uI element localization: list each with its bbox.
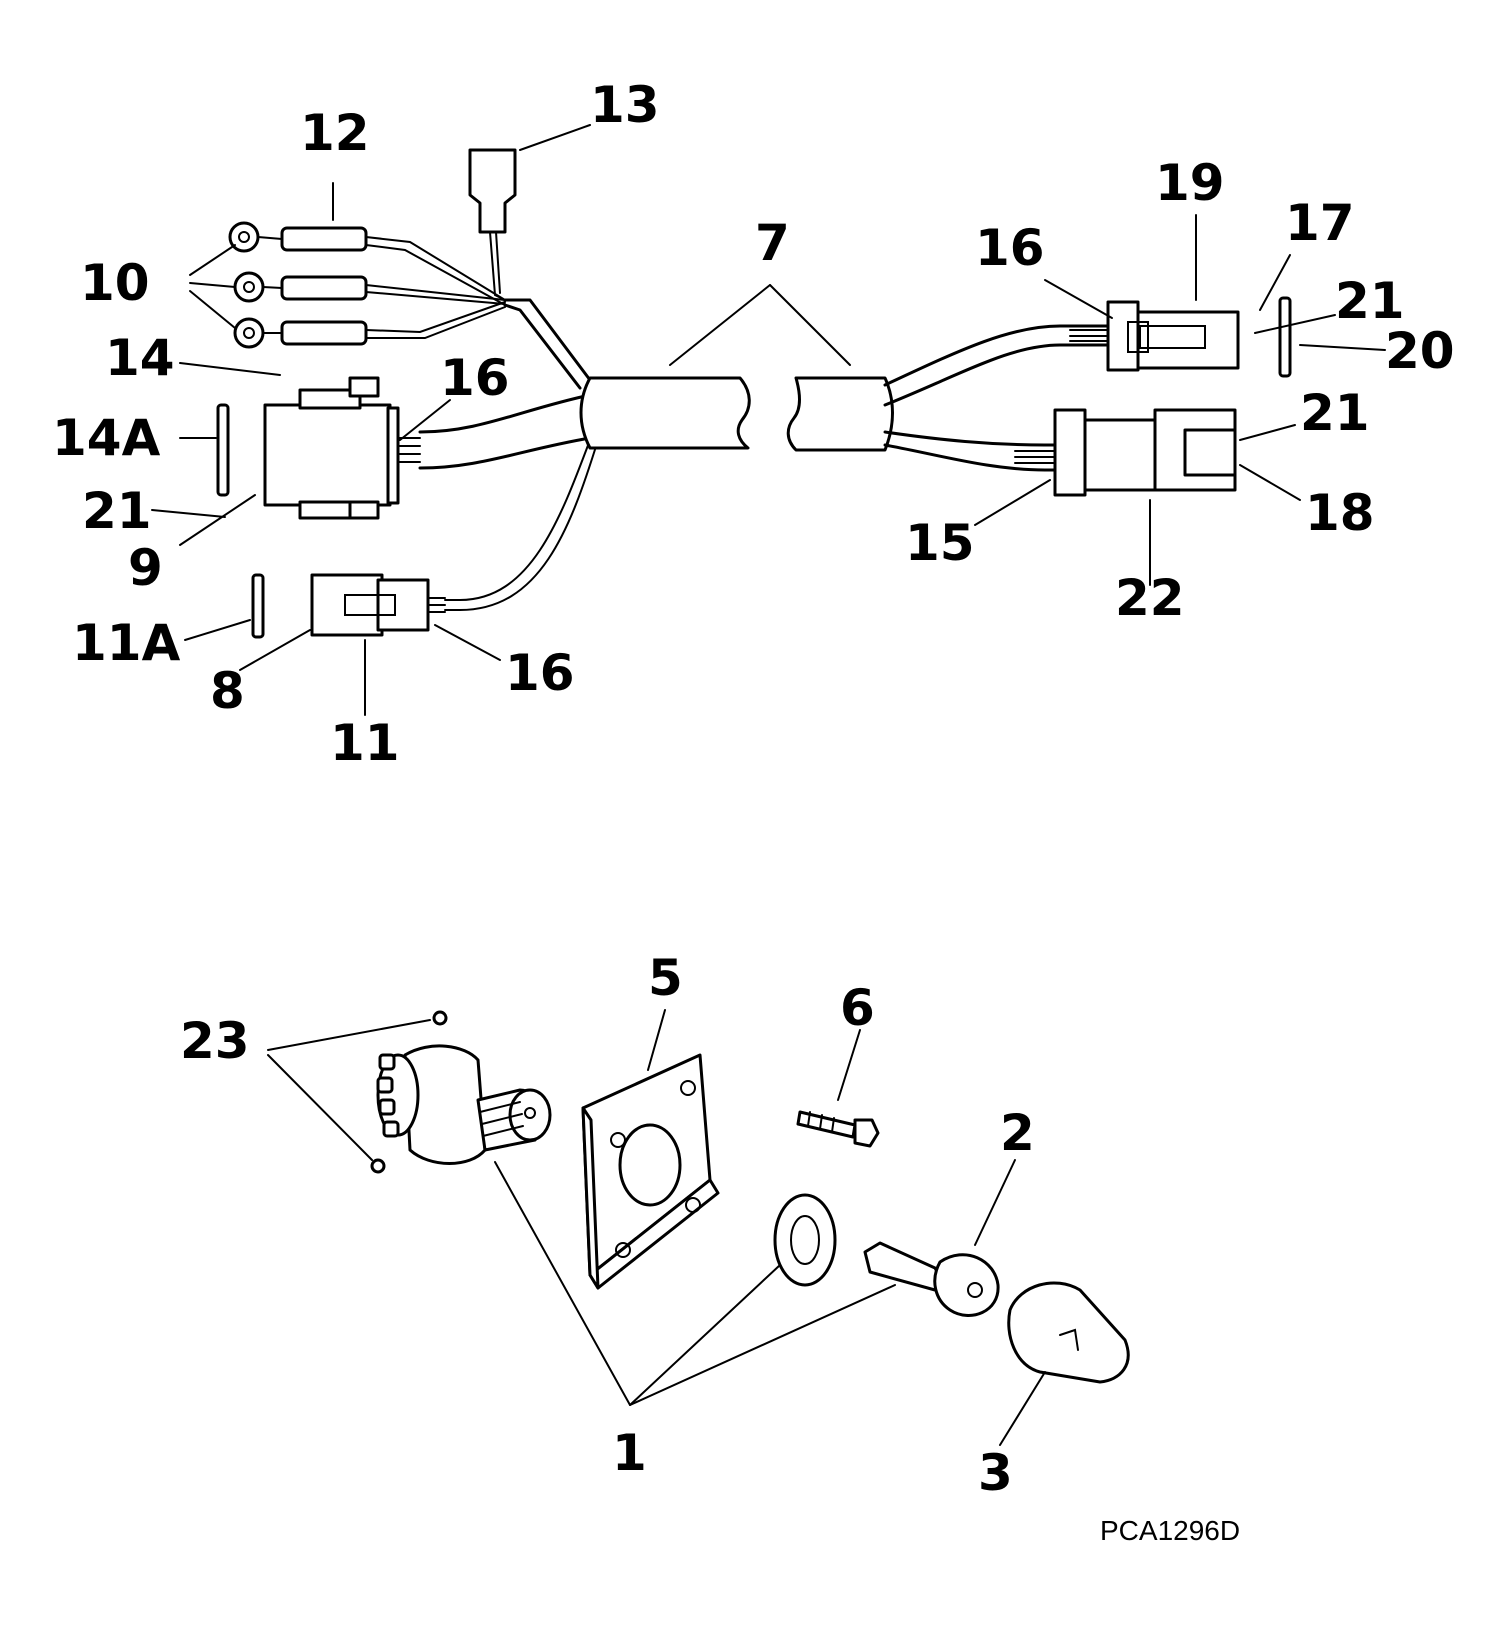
seal-20 <box>1278 296 1292 378</box>
callout-5: 5 <box>648 949 683 1007</box>
switch-boot <box>1007 1281 1130 1384</box>
callout-17: 17 <box>1285 194 1355 252</box>
callout-6: 6 <box>840 979 875 1037</box>
callout-21-right-bottom: 21 <box>1300 384 1370 442</box>
callout-16-right: 16 <box>975 219 1045 277</box>
callout-15: 15 <box>905 514 975 572</box>
detent-ball-upper <box>432 1010 448 1026</box>
callout-22: 22 <box>1115 569 1185 627</box>
connector-housing-small <box>310 573 446 637</box>
harness-sheath-left <box>579 376 751 450</box>
callout-14: 14 <box>105 329 175 387</box>
callout-8: 8 <box>210 662 245 720</box>
ignition-switch-assembly <box>267 1009 1130 1446</box>
detent-ball-lower <box>370 1158 386 1174</box>
leader-lines-switch <box>267 1009 1046 1446</box>
callout-16-left: 16 <box>440 349 510 407</box>
callout-9: 9 <box>128 539 163 597</box>
callout-2: 2 <box>1000 1104 1035 1162</box>
ignition-key <box>863 1241 1000 1317</box>
nut <box>773 1193 837 1287</box>
callout-labels: 13 12 10 7 14 14A 16 21 9 11A 8 11 16 19… <box>52 76 1455 1546</box>
callout-13: 13 <box>590 76 660 134</box>
callout-3: 3 <box>978 1444 1013 1502</box>
callout-21-left: 21 <box>82 482 152 540</box>
wiring-harness <box>151 124 1386 716</box>
mounting-plate <box>581 1053 720 1290</box>
ignition-switch <box>376 1044 552 1165</box>
callout-14a: 14A <box>52 409 161 467</box>
callout-1: 1 <box>612 1424 647 1482</box>
drawing-code: PCA1296D <box>1100 1515 1240 1546</box>
callout-11: 11 <box>330 714 400 772</box>
callout-11a: 11A <box>72 614 181 672</box>
callout-12: 12 <box>300 104 370 162</box>
mounting-screw <box>796 1110 880 1148</box>
callout-19: 19 <box>1155 154 1225 212</box>
callout-23: 23 <box>180 1012 250 1070</box>
harness-sheath-right <box>786 376 894 452</box>
seal-11a <box>251 573 265 639</box>
leader-lines-harness <box>151 124 1386 716</box>
seal-14a <box>216 403 230 497</box>
connector-housing-right-bottom <box>1053 408 1237 497</box>
callout-18: 18 <box>1305 484 1375 542</box>
connector-housing-right-top <box>1106 300 1240 372</box>
callout-7: 7 <box>755 214 790 272</box>
connector-housing-left <box>263 376 421 520</box>
callout-20: 20 <box>1385 322 1455 380</box>
callout-10: 10 <box>80 254 150 312</box>
callout-21-right-top: 21 <box>1335 272 1405 330</box>
bullet-connector <box>468 148 517 301</box>
callout-16-bottom: 16 <box>505 644 575 702</box>
ring-terminals <box>228 221 506 349</box>
